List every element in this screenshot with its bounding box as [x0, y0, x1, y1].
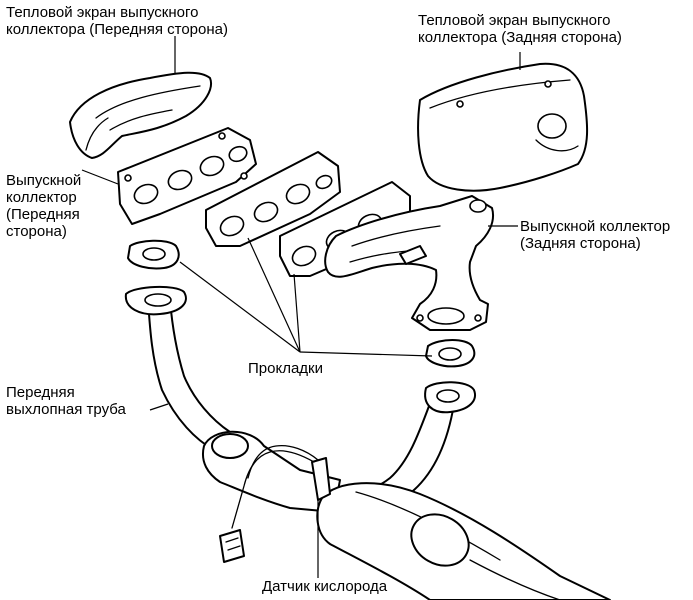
front-pipe-gasket-upper — [127, 239, 180, 270]
label-line: Тепловой экран выпускного — [418, 12, 611, 29]
label-gaskets: Прокладки — [248, 360, 323, 377]
front-heat-shield — [69, 71, 212, 159]
label-front-pipe: Передняя выхлопная труба — [6, 384, 126, 418]
front-exhaust-pipe — [124, 285, 611, 600]
label-line: Выпускной — [6, 172, 82, 189]
label-rear-heat-shield: Тепловой экран выпускного коллектора (За… — [418, 12, 622, 46]
leader-lines — [81, 36, 521, 578]
label-line: выхлопная труба — [6, 401, 126, 418]
label-oxygen-sensor: Датчик кислорода — [262, 578, 387, 595]
front-manifold-gasket — [117, 127, 257, 225]
label-line: Передняя — [6, 384, 75, 401]
oxygen-sensor — [219, 444, 331, 563]
rear-exhaust-manifold — [324, 195, 494, 331]
label-line: (Задняя сторона) — [520, 235, 641, 252]
label-line: (Передняя — [6, 206, 80, 223]
label-front-heat-shield: Тепловой экран выпускного коллектора (Пе… — [6, 4, 228, 38]
rear-pipe-gasket — [425, 339, 476, 368]
rear-heat-shield — [417, 62, 589, 192]
middle-gasket — [205, 151, 341, 247]
label-line: Тепловой экран выпускного — [6, 4, 199, 21]
label-line: Выпускной коллектор — [520, 218, 671, 235]
label-front-manifold: Выпускной коллектор (Передняя сторона) — [6, 172, 81, 240]
label-line: коллектора (Передняя сторона) — [6, 21, 228, 38]
label-rear-manifold: Выпускной коллектор (Задняя сторона) — [520, 218, 670, 252]
label-line: коллектор — [6, 189, 77, 206]
label-line: Прокладки — [248, 360, 323, 377]
label-line: коллектора (Задняя сторона) — [418, 29, 622, 46]
label-line: сторона) — [6, 223, 67, 240]
label-line: Датчик кислорода — [262, 578, 388, 595]
